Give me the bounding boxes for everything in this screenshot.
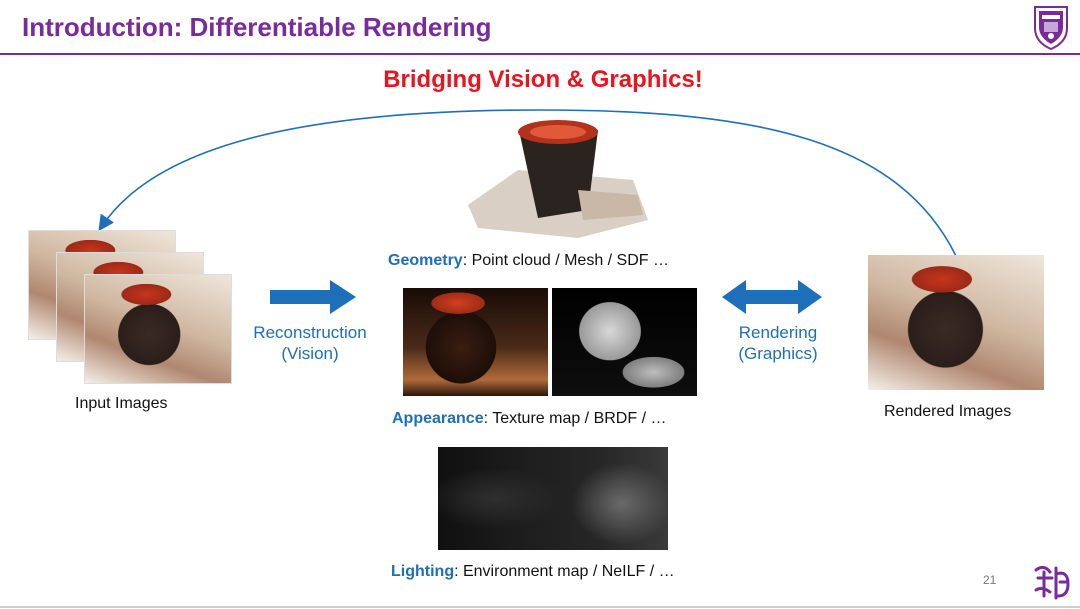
appearance-texture-image: [403, 288, 548, 396]
slide-subtitle: Bridging Vision & Graphics!: [383, 66, 703, 93]
input-images-stack: [28, 230, 232, 384]
input-images-caption: Input Images: [75, 395, 168, 412]
lighting-environment-map-image: [438, 447, 668, 550]
geometry-keyword: Geometry: [388, 252, 463, 269]
lighting-description: : Environment map / NeILF / …: [454, 563, 675, 580]
reconstruction-arrow: [270, 280, 356, 314]
appearance-description: : Texture map / BRDF / …: [483, 410, 667, 427]
geometry-description: : Point cloud / Mesh / SDF …: [462, 252, 669, 269]
reconstruction-label: Reconstruction (Vision): [244, 322, 376, 364]
reconstruction-line1: Reconstruction: [253, 323, 367, 342]
lighting-keyword: Lighting: [391, 563, 455, 580]
university-crest-icon: [1031, 4, 1071, 51]
rendered-image: [868, 255, 1044, 390]
calligraphy-logo-icon: [1030, 560, 1074, 604]
rendering-line1: Rendering: [738, 323, 818, 342]
rendering-line2: (Graphics): [738, 344, 818, 363]
title-divider: [0, 53, 1080, 55]
rendering-double-arrow: [722, 280, 822, 314]
appearance-caption: Appearance: Texture map / BRDF / …: [392, 410, 666, 428]
reconstruction-line2: (Vision): [281, 344, 339, 363]
input-image-3: [84, 274, 232, 384]
rendered-images-caption: Rendered Images: [884, 403, 1012, 420]
page-number: 21: [983, 573, 997, 587]
footer-divider: [0, 606, 1080, 608]
rendering-label: Rendering (Graphics): [718, 322, 838, 364]
appearance-keyword: Appearance: [392, 410, 484, 427]
appearance-brdf-image: [552, 288, 697, 396]
geometry-caption: Geometry: Point cloud / Mesh / SDF …: [388, 252, 669, 270]
geometry-point-cloud-image: [458, 110, 654, 245]
lighting-caption: Lighting: Environment map / NeILF / …: [391, 563, 675, 581]
slide-title: Introduction: Differentiable Rendering: [22, 12, 492, 42]
